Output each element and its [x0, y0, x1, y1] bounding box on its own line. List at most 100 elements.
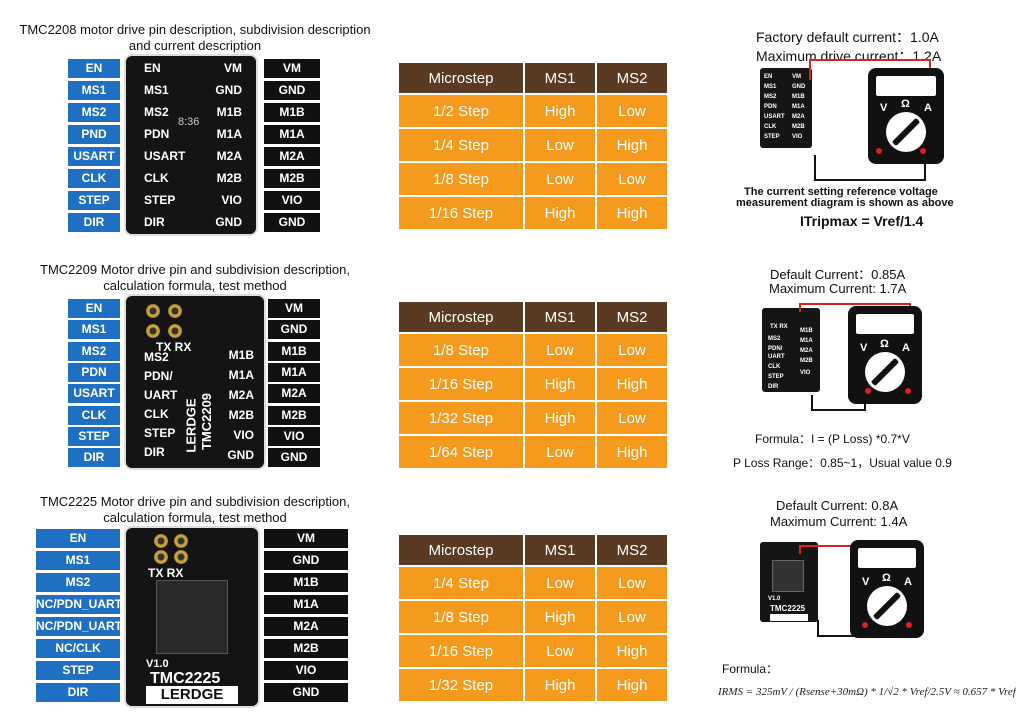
table-cell: High — [525, 601, 595, 633]
table-header-cell: MS2 — [597, 535, 667, 565]
table-cell: 1/8 Step — [399, 163, 523, 195]
table-header-cell: Microstep — [399, 63, 523, 93]
board-pin-text: DIR — [144, 445, 165, 459]
board-pin-text: VM — [224, 61, 242, 75]
table-header-cell: MS1 — [525, 302, 595, 332]
board-version: V1.0 — [146, 658, 169, 670]
table-cell: High — [597, 197, 667, 229]
section3-current-default: Default Current: 0.8A — [776, 498, 899, 513]
board-pin-text: MS1 — [144, 83, 169, 97]
section1-current-default: Factory default current：1.0A — [756, 29, 939, 45]
board-pin-text: M1B — [216, 105, 242, 119]
table-cell: 1/64 Step — [399, 436, 523, 468]
table-header-cell: MS1 — [525, 63, 595, 93]
section2-multimeter: V Ω A — [848, 306, 922, 404]
left-pin-label: MS2 — [36, 573, 120, 592]
left-pin-label: PDN — [68, 362, 120, 382]
board-pin-text: M1A — [216, 127, 242, 141]
right-pin-label: M1A — [264, 125, 320, 144]
table-cell: 1/4 Step — [399, 129, 523, 161]
board-model: TMC2225 — [150, 670, 221, 687]
left-pin-label: MS2 — [68, 341, 120, 361]
board-pin-text: M1A — [228, 368, 254, 382]
table-cell: Low — [525, 163, 595, 195]
right-pin-label: VIO — [264, 661, 348, 680]
right-pin-label: GND — [264, 683, 348, 702]
board-pin-text: UART — [144, 388, 178, 402]
table-header-cell: MS2 — [597, 302, 667, 332]
board-pin-text: STEP — [144, 193, 176, 207]
section2-caption-line2: calculation formula, test method — [103, 278, 287, 293]
board-pin-text: GND — [215, 215, 242, 229]
right-pin-label: VM — [264, 59, 320, 78]
right-pin-label: GND — [268, 448, 320, 468]
section3-caption-line1: TMC2225 Motor drive pin and subdivision … — [40, 494, 350, 509]
board-pin-text: VIO — [233, 428, 254, 442]
table-cell: High — [525, 95, 595, 127]
section2-caption: TMC2209 Motor drive pin and subdivision … — [10, 262, 380, 294]
table-cell: High — [597, 129, 667, 161]
section3-formula: IRMS = 325mV / (Rsense+30mΩ) * 1/√2 * Vr… — [718, 686, 1016, 698]
table-cell: Low — [525, 334, 595, 366]
section1-caption: TMC2208 motor drive pin description, sub… — [10, 22, 380, 54]
right-pin-label: M1A — [268, 362, 320, 382]
table-cell: 1/2 Step — [399, 95, 523, 127]
meter-ohm-label: Ω — [901, 98, 910, 110]
left-pin-label: DIR — [68, 213, 120, 232]
left-pin-label: CLK — [68, 405, 120, 425]
board-model-vertical: TMC2209 — [199, 392, 215, 451]
left-pin-label: MS2 — [68, 103, 120, 122]
board-pin-text: USART — [144, 149, 186, 163]
table-cell: High — [597, 368, 667, 400]
board-tx-rx: TX RX — [156, 340, 192, 354]
board-pin-text: M2B — [216, 171, 242, 185]
right-pin-label: M2B — [268, 405, 320, 425]
left-pin-label: STEP — [36, 661, 120, 680]
left-pin-label: MS1 — [36, 551, 120, 570]
table-cell: High — [597, 669, 667, 701]
section3-caption-line2: calculation formula, test method — [103, 510, 287, 525]
right-pin-label: GND — [264, 551, 348, 570]
right-pin-label: M1A — [264, 595, 348, 614]
section2-current-max: Maximum Current: 1.7A — [769, 281, 907, 296]
table-cell: Low — [597, 95, 667, 127]
board-pin-text: M1B — [228, 348, 254, 362]
left-pin-label: STEP — [68, 426, 120, 446]
section1-caption-line2: and current description — [128, 38, 262, 53]
board-pin-text: M2A — [216, 149, 242, 163]
table-cell: Low — [525, 436, 595, 468]
right-pin-label: VM — [264, 529, 348, 548]
board-pin-text: GND — [227, 448, 254, 462]
left-pin-label: EN — [68, 59, 120, 78]
right-pin-label: M2A — [264, 147, 320, 166]
right-pin-label: GND — [264, 213, 320, 232]
table-cell: High — [525, 197, 595, 229]
table-cell: 1/32 Step — [399, 402, 523, 434]
section2-current-default: Default Current：0.85A — [770, 267, 906, 282]
board-chip-text: 8:36 — [178, 116, 200, 128]
table-cell: Low — [525, 567, 595, 599]
meter-v-label: V — [880, 102, 888, 114]
board-pin-text: CLK — [144, 171, 169, 185]
section1-caption-line1: TMC2208 motor drive pin description, sub… — [19, 22, 371, 37]
left-pin-label: PND — [68, 125, 120, 144]
table-header-cell: Microstep — [399, 302, 523, 332]
table-cell: 1/8 Step — [399, 334, 523, 366]
table-cell: 1/32 Step — [399, 669, 523, 701]
board-pin-text: M2A — [228, 388, 254, 402]
right-pin-label: M2A — [268, 384, 320, 404]
table-header-cell: MS1 — [525, 535, 595, 565]
board-pin-text: CLK — [144, 407, 169, 421]
